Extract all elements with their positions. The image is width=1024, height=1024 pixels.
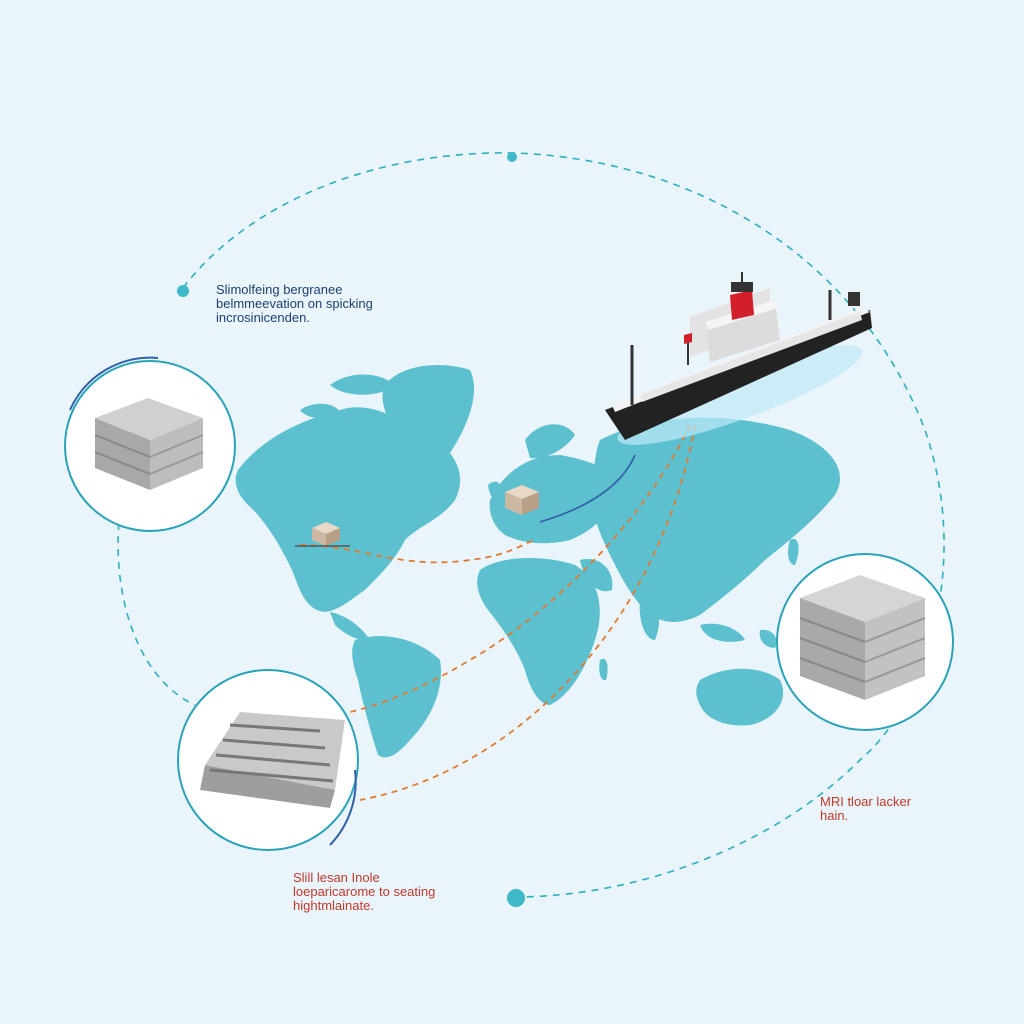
route-orange <box>349 424 691 713</box>
asia <box>591 417 840 622</box>
orbit-dot <box>507 889 525 907</box>
caption-top-left: Slimolfeing bergranee belmmeevation on s… <box>216 282 373 325</box>
stacked-pallet-icon <box>94 398 204 490</box>
ship-hull <box>605 310 872 440</box>
route-blue <box>539 454 636 523</box>
caption-right: MRI tloar lacker hain. <box>820 794 912 823</box>
node-top-left <box>64 356 236 532</box>
cargo-box-icon <box>295 522 350 547</box>
shipping-routes <box>299 424 696 801</box>
caption-bottom: Slill lesan Inole loeparicarome to seati… <box>293 870 436 913</box>
orbit-dashed-ring <box>182 152 945 898</box>
cargo-box-icon <box>505 485 539 515</box>
ship-funnel <box>730 290 754 320</box>
flat-pallet-icon <box>200 712 345 808</box>
route-orange <box>299 539 536 564</box>
stacked-pallet-icon <box>799 575 926 700</box>
orbit-dot <box>507 152 517 162</box>
orbit-dashed-ring-left <box>117 509 196 706</box>
route-orange <box>359 424 696 801</box>
australia <box>696 668 784 726</box>
africa <box>477 558 600 705</box>
orbit-dot <box>177 285 189 297</box>
europe <box>489 455 625 544</box>
greenland <box>382 365 475 495</box>
node-right <box>776 553 954 731</box>
world-map <box>235 365 840 758</box>
node-bottom-left <box>177 669 359 851</box>
cargo-ship-icon <box>605 272 872 445</box>
